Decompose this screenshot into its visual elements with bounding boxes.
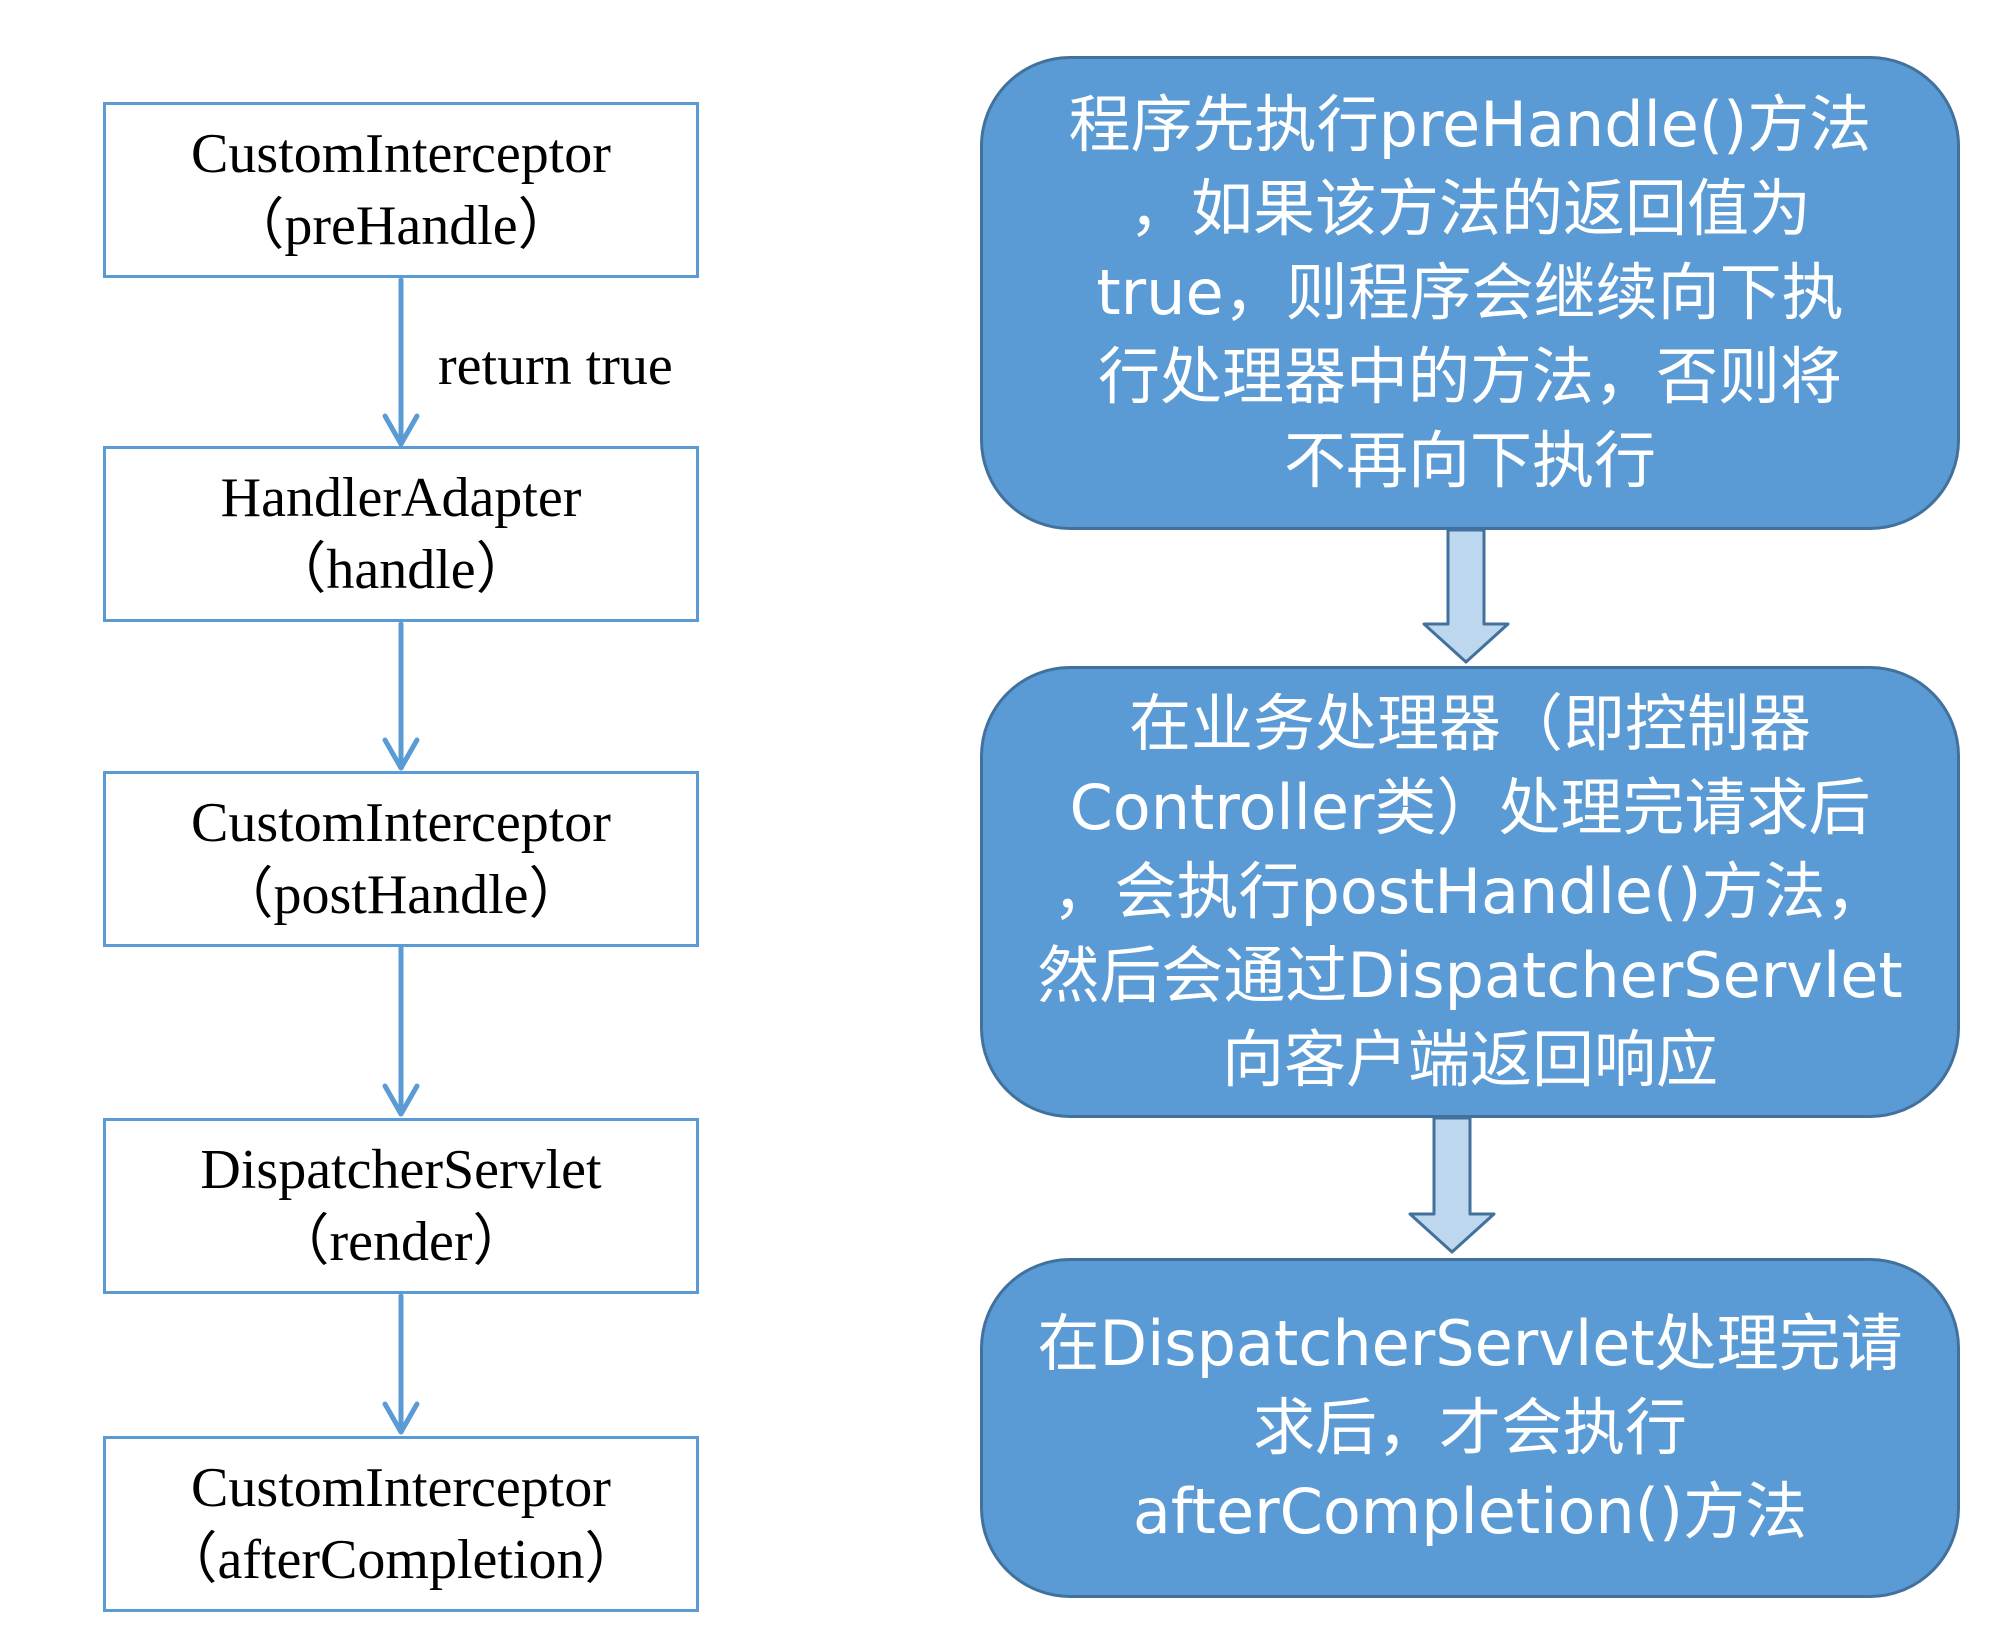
note-aftercompletion: 在DispatcherServlet处理完请 求后，才会执行 afterComp… — [980, 1258, 1960, 1598]
note-line: 行处理器中的方法，否则将 — [1097, 340, 1842, 413]
note-line: ，如果该方法的返回值为 — [1128, 172, 1811, 245]
edge-label-return-true: return true — [438, 335, 673, 397]
step-method: （postHandle） — [217, 864, 585, 926]
note-line: true，则程序会继续向下执 — [1096, 256, 1844, 329]
step-method: （handle） — [270, 539, 532, 601]
note-prehandle: 程序先执行preHandle()方法 ，如果该方法的返回值为 true，则程序会… — [980, 56, 1960, 530]
block-arrow-note2-to-note3 — [1408, 1116, 1496, 1254]
note-line: 不再向下执行 — [1283, 424, 1656, 497]
note-line: 向客户端返回响应 — [1221, 1023, 1718, 1096]
step-title: DispatcherServlet — [200, 1139, 602, 1201]
step-title: CustomInterceptor — [191, 123, 611, 185]
step-method: （render） — [273, 1211, 529, 1273]
step-title: HandlerAdapter — [220, 467, 582, 529]
note-posthandle: 在业务处理器（即控制器 Controller类）处理完请求后 ，会执行postH… — [980, 666, 1960, 1118]
step-prehandle: CustomInterceptor （preHandle） — [103, 102, 699, 278]
step-method: （afterCompletion） — [161, 1529, 641, 1591]
note-line: 在业务处理器（即控制器 — [1128, 687, 1811, 760]
step-aftercompletion: CustomInterceptor （afterCompletion） — [103, 1436, 699, 1612]
note-line: 在DispatcherServlet处理完请 — [1037, 1307, 1903, 1380]
step-handle: HandlerAdapter （handle） — [103, 446, 699, 622]
note-line: 程序先执行preHandle()方法 — [1068, 88, 1872, 161]
step-posthandle: CustomInterceptor （postHandle） — [103, 771, 699, 947]
block-arrow-note1-to-note2 — [1422, 528, 1510, 664]
arrow-step3-to-step4 — [382, 945, 420, 1117]
note-line: afterCompletion()方法 — [1132, 1475, 1808, 1548]
arrow-step1-to-step2 — [382, 277, 420, 447]
step-render: DispatcherServlet （render） — [103, 1118, 699, 1294]
arrow-step2-to-step3 — [382, 621, 420, 771]
step-method: （preHandle） — [228, 195, 574, 257]
note-line: ，会执行postHandle()方法， — [1052, 855, 1888, 928]
note-line: Controller类）处理完请求后 — [1069, 771, 1871, 844]
step-title: CustomInterceptor — [191, 1457, 611, 1519]
step-title: CustomInterceptor — [191, 792, 611, 854]
note-line: 求后，才会执行 — [1252, 1391, 1687, 1464]
note-line: 然后会通过DispatcherServlet — [1037, 939, 1903, 1012]
arrow-step4-to-step5 — [382, 1293, 420, 1435]
